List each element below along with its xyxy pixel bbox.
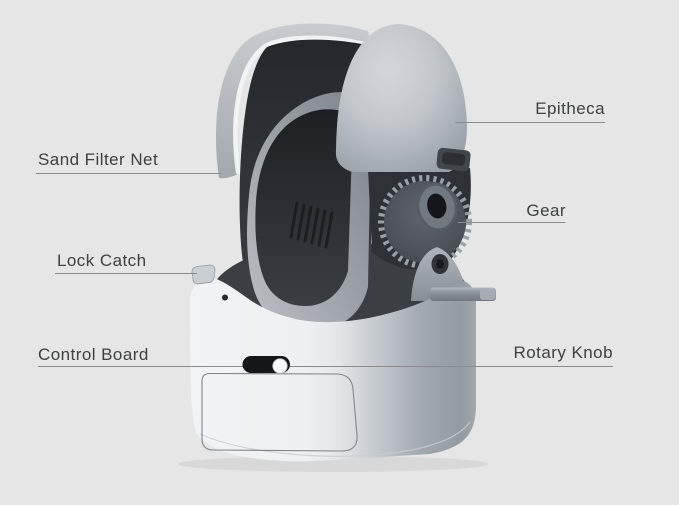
vent-slats: [289, 201, 334, 249]
callout-label-gear: Gear: [526, 201, 566, 220]
leader-lines: [36, 121, 613, 368]
callout-label-rotary-knob: Rotary Knob: [513, 343, 613, 362]
epitheca-dome: [335, 24, 467, 172]
lock-catch-part: [191, 264, 216, 285]
floor-shadow: [178, 456, 488, 472]
callout-label-lock-catch: Lock Catch: [57, 251, 147, 270]
callout-label-epitheca: Epitheca: [535, 99, 605, 118]
base-body: [190, 277, 476, 462]
dome-latch-recess: [436, 147, 471, 172]
base-plinth-seam: [199, 421, 471, 457]
screw-hole: [222, 294, 228, 301]
rotary-knob-part: [272, 358, 288, 374]
callout-label-control-board: Control Board: [38, 345, 149, 364]
left-shell-rim-highlight: [233, 35, 367, 175]
gear-hub: [416, 182, 458, 232]
side-handle: [430, 287, 496, 301]
litter-box-render: [178, 23, 496, 472]
callout-label-sand-filter-net: Sand Filter Net: [38, 150, 159, 169]
waste-drawer-outline: [201, 372, 358, 452]
left-shell: [216, 23, 370, 179]
